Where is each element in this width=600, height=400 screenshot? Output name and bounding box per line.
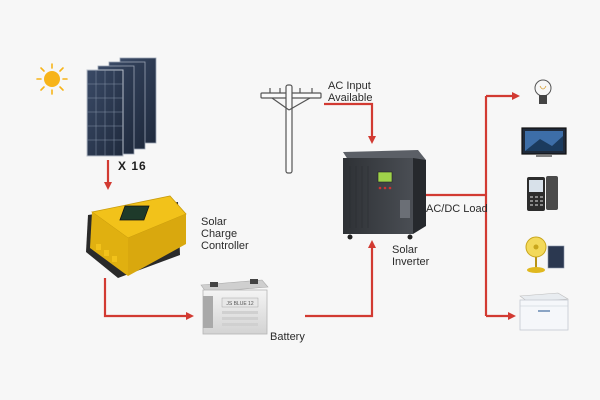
inverter-label: Solar Inverter — [392, 244, 429, 268]
inverter-label-line2: Inverter — [392, 256, 430, 268]
ac-input-label: AC Input Available — [328, 80, 372, 104]
utility-pole-icon — [260, 84, 322, 174]
battery-icon: JS BLUE 12 — [200, 279, 269, 335]
charge-controller-label-line3: Controller — [201, 240, 249, 252]
solar-fan-icon — [525, 236, 565, 273]
sun-icon — [36, 63, 68, 95]
panel-count-label: X 16 — [118, 159, 147, 173]
mobile-phone-icon — [527, 176, 558, 211]
battery-label: Battery — [270, 331, 305, 343]
load-label: AC/DC Load — [426, 203, 488, 215]
inverter-label-line1: Solar — [392, 244, 418, 256]
freezer-icon — [519, 292, 569, 331]
solar-panels-icon — [86, 57, 157, 157]
charge-controller-label: Solar Charge Controller — [201, 216, 249, 252]
inverter-icon — [343, 150, 426, 240]
connector-arrows — [103, 92, 520, 320]
ac-input-label-line1: AC Input — [328, 80, 371, 92]
controller-to-battery-arrow — [103, 278, 194, 320]
charge-controller-label-line1: Solar — [201, 216, 227, 228]
battery-brand-label: JS BLUE 12 — [226, 301, 253, 307]
battery-to-inverter-arrow — [305, 240, 376, 318]
charge-controller-icon — [86, 195, 187, 278]
ac-input-to-inverter-arrow — [324, 102, 376, 144]
charge-controller-label-line2: Charge — [201, 228, 238, 240]
television-icon — [521, 127, 567, 157]
light-bulb-icon — [534, 79, 552, 104]
ac-input-label-line2: Available — [328, 92, 373, 104]
